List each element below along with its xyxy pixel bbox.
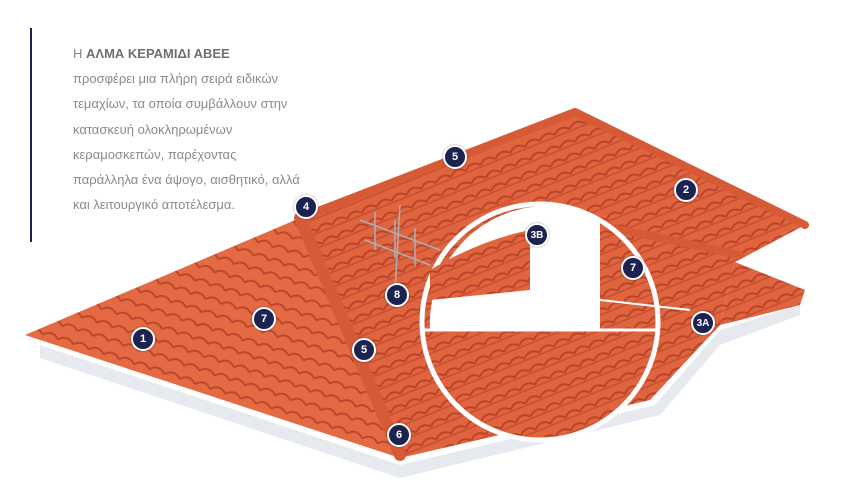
marker-6[interactable]: 6 [387,423,411,447]
marker-7-right[interactable]: 7 [621,256,645,280]
ridge-hip [294,212,406,461]
marker-5-top[interactable]: 5 [443,145,467,169]
marker-8[interactable]: 8 [385,283,409,307]
company-name: ΑΛΜΑ ΚΕΡΑΜΙΔΙ ΑΒΕΕ [86,46,230,61]
marker-3b[interactable]: 3B [525,223,549,247]
magnifier-detail [419,201,691,443]
marker-1[interactable]: 1 [131,327,155,351]
antenna-icon [359,204,441,291]
marker-7-left[interactable]: 7 [252,307,276,331]
ridge-verge [571,108,809,229]
roof-hip-left [25,218,400,458]
marker-4[interactable]: 4 [294,195,318,219]
marker-3a[interactable]: 3A [691,311,715,335]
marker-5-hip[interactable]: 5 [352,338,376,362]
intro-body: προσφέρει μια πλήρη σειρά ειδικών τεμαχί… [73,71,300,213]
ridge-top [296,108,579,222]
roof-small-wing [720,262,805,325]
marker-2[interactable]: 2 [674,178,698,202]
